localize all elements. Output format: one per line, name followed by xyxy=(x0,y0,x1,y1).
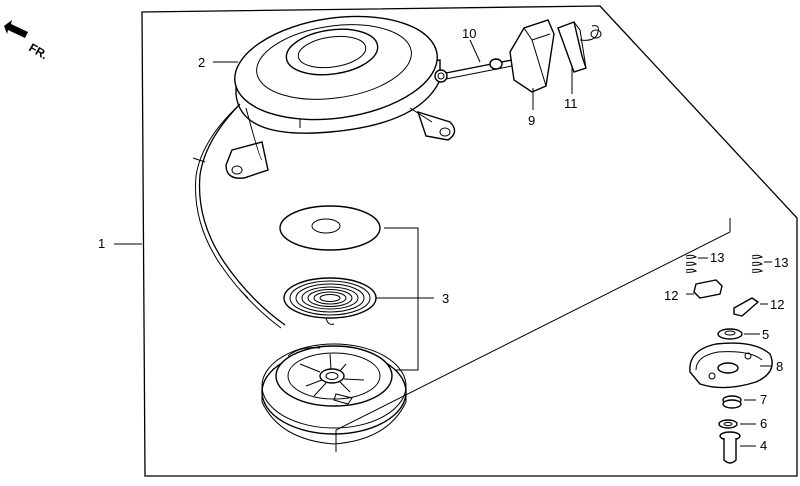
assembly-frame xyxy=(141,5,798,477)
ratchet-guide xyxy=(689,342,773,389)
washer xyxy=(717,328,760,340)
ratchet-pawl xyxy=(686,279,723,299)
setting-collar xyxy=(719,431,756,464)
callout-4: 4 xyxy=(760,438,767,453)
spring-washer-plate xyxy=(279,205,381,251)
callout-8: 8 xyxy=(776,359,783,374)
rope-grip xyxy=(509,19,555,93)
callout-7: 7 xyxy=(760,392,767,407)
starter-rope xyxy=(198,103,286,326)
callout-2: 2 xyxy=(198,55,205,70)
pawl-spring xyxy=(685,254,708,273)
callout-3: 3 xyxy=(442,291,449,306)
arrow-up-left-icon xyxy=(4,20,28,38)
washer xyxy=(718,419,756,429)
callout-3-bracket xyxy=(376,227,434,371)
pawl-spring xyxy=(751,254,772,273)
callout-6: 6 xyxy=(760,416,767,431)
callout-9: 9 xyxy=(528,113,535,128)
subassembly-bracket xyxy=(335,218,731,452)
callout-13: 13 xyxy=(710,250,724,265)
callout-12: 12 xyxy=(664,288,678,303)
callout-13: 13 xyxy=(774,255,788,270)
callout-1: 1 xyxy=(98,236,105,251)
callout-10: 10 xyxy=(462,26,476,41)
callout-5: 5 xyxy=(762,327,769,342)
ratchet-pawl xyxy=(733,297,768,317)
rope-knot xyxy=(489,58,503,70)
recoil-spring xyxy=(283,277,377,325)
rope-pulley xyxy=(261,343,407,445)
friction-spring xyxy=(722,395,756,409)
rope-guide xyxy=(557,21,602,73)
direction-label: FR. xyxy=(27,40,51,62)
callout-12: 12 xyxy=(770,297,784,312)
callout-10-leader xyxy=(469,39,481,63)
recoil-housing xyxy=(225,15,456,179)
front-direction-arrow: FR. xyxy=(4,20,50,62)
callout-11: 11 xyxy=(564,96,578,111)
